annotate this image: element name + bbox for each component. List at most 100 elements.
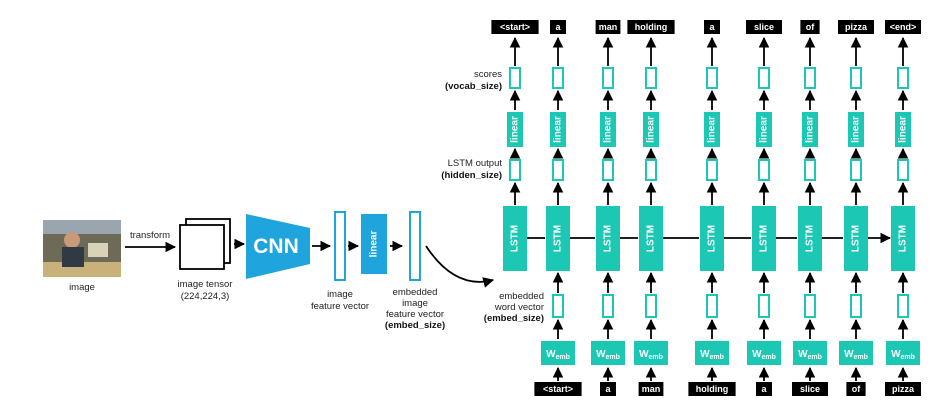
col-2-output-token-bg <box>595 20 621 34</box>
col-8-score-vector <box>897 67 909 89</box>
col-4-input-token-bg <box>688 382 736 396</box>
word-vector-label-1: embedded <box>499 291 544 302</box>
col-5-input-token: a <box>761 384 767 394</box>
col-2-linear-label: linear <box>603 116 614 143</box>
col-2-score-vector <box>602 67 614 89</box>
col-3-input-token: man <box>642 384 661 394</box>
col-7-output-token: pizza <box>845 22 868 32</box>
col-8-lstm-label: LSTM <box>898 225 909 252</box>
col-6-score-vector <box>804 67 816 89</box>
cnn-linear-label: linear <box>369 231 380 258</box>
scores-size-label: (vocab_size) <box>445 81 502 92</box>
embedded-feature-label-4: (embed_size) <box>385 320 445 331</box>
col-4-linear-block <box>704 112 720 147</box>
embedded-feature-label-3: feature vector <box>386 309 444 320</box>
col-3-output-token-bg <box>627 20 675 34</box>
col-5-linear-label: linear <box>759 116 770 143</box>
col-5-word-vector <box>758 294 770 318</box>
cnn-linear-block <box>361 214 387 274</box>
col-6-hidden-vector <box>804 159 816 181</box>
col-3-output-token: holding <box>635 22 668 32</box>
col-5-lstm-block <box>752 206 776 271</box>
col-4-input-token: holding <box>696 384 729 394</box>
col-8-linear-block <box>895 112 911 147</box>
col-5-lstm-label: LSTM <box>759 225 770 252</box>
image-feature-vector <box>334 211 346 281</box>
col-2-input-token-bg <box>600 382 616 396</box>
col-7-hidden-vector <box>850 159 862 181</box>
col-8-input-token: pizza <box>892 384 915 394</box>
col-0-linear-label: linear <box>510 116 521 143</box>
col-8-lstm-block <box>891 206 915 271</box>
col-6-word-vector <box>804 294 816 318</box>
col-6-emb-block <box>793 341 827 365</box>
col-0-hidden-vector <box>509 159 521 181</box>
col-1-input-token-bg <box>534 382 582 396</box>
col-2-emb-block <box>591 341 625 365</box>
col-7-linear-label: linear <box>851 116 862 143</box>
col-2-output-token: man <box>599 22 618 32</box>
col-5-output-token-bg <box>746 20 782 34</box>
col-2-hidden-vector <box>602 159 614 181</box>
col-3-word-vector <box>645 294 657 318</box>
col-2-input-token: a <box>605 384 611 394</box>
col-6-input-token-bg <box>792 382 828 396</box>
col-6-output-token: of <box>806 22 815 32</box>
col-1-hidden-vector <box>552 159 564 181</box>
embedded-feature-label-2: image <box>402 298 428 309</box>
col-6-lstm-block <box>798 206 822 271</box>
col-5-linear-block <box>756 112 772 147</box>
col-7-score-vector <box>850 67 862 89</box>
col-7-emb-block <box>839 341 873 365</box>
col-8-emb-block <box>886 341 920 365</box>
col-4-output-token-bg <box>704 20 720 34</box>
col-1-emb-block <box>541 341 575 365</box>
col-1-word-vector <box>552 294 564 318</box>
cnn-label: CNN <box>253 235 299 258</box>
col-1-lstm-label: LSTM <box>553 225 564 252</box>
col-4-linear-label: linear <box>707 116 718 143</box>
col-3-linear-block <box>643 112 659 147</box>
col-1-output-token-bg <box>550 20 566 34</box>
col-1-score-vector <box>552 67 564 89</box>
col-3-lstm-block <box>639 206 663 271</box>
col-5-score-vector <box>758 67 770 89</box>
col-8-output-token: <end> <box>890 22 917 32</box>
lstm-unrolled-columns: <start>linearLSTMalinearLSTMWemb<start>m… <box>491 20 921 396</box>
embedded-feature-label-1: embedded <box>393 287 438 298</box>
col-7-lstm-block <box>844 206 868 271</box>
col-0-score-vector <box>509 67 521 89</box>
image-label: image <box>69 282 95 293</box>
col-2-lstm-label: LSTM <box>603 225 614 252</box>
col-4-lstm-label: LSTM <box>707 225 718 252</box>
col-8-input-token-bg <box>885 382 921 396</box>
feature-vector-label-1: image <box>327 289 353 300</box>
col-0-linear-block <box>507 112 523 147</box>
col-8-linear-label: linear <box>898 116 909 143</box>
col-7-output-token-bg <box>838 20 874 34</box>
col-2-linear-block <box>600 112 616 147</box>
col-6-input-token: slice <box>800 384 820 394</box>
col-4-lstm-block <box>700 206 724 271</box>
col-2-lstm-block <box>596 206 620 271</box>
cnn-block: CNN <box>246 214 310 279</box>
col-4-emb-block <box>695 341 729 365</box>
feature-vector-label-2: feature vector <box>311 301 369 312</box>
embedded-to-lstm-curve <box>425 245 495 288</box>
image-tensor-label: image tensor <box>178 279 233 290</box>
col-6-linear-block <box>802 112 818 147</box>
col-3-score-vector <box>645 67 657 89</box>
col-5-output-token: slice <box>754 22 774 32</box>
col-1-input-token: <start> <box>543 384 573 394</box>
col-1-lstm-block <box>546 206 570 271</box>
col-0-lstm-label: LSTM <box>510 225 521 252</box>
col-8-word-vector <box>897 294 909 318</box>
word-vector-size-label: (embed_size) <box>484 313 544 324</box>
col-6-lstm-label: LSTM <box>805 225 816 252</box>
col-0-output-token: <start> <box>500 22 530 32</box>
col-0-lstm-block <box>503 206 527 271</box>
col-5-emb-block <box>747 341 781 365</box>
image-tensor-icon <box>179 218 231 270</box>
